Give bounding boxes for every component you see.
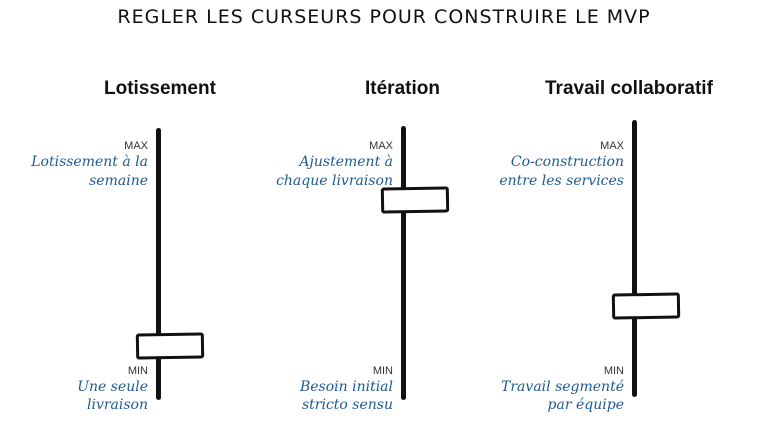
min-description-line-1: Besoin initial: [299, 379, 393, 395]
slider-track[interactable]: [401, 126, 406, 400]
min-label: MIN: [372, 365, 393, 377]
min-description-line-2: livraison: [86, 397, 148, 413]
slider-track[interactable]: [632, 120, 637, 397]
max-description-line-2: chaque livraison: [276, 173, 393, 189]
max-description-line-1: Co-construction: [510, 154, 624, 170]
min-description-line-2: stricto sensu: [301, 397, 393, 413]
max-description-line-1: Ajustement à: [299, 154, 393, 170]
max-label: MAX: [369, 140, 393, 152]
max-description-line-1: Lotissement à la: [31, 154, 148, 170]
min-description-line-2: par équipe: [547, 397, 624, 413]
max-label: MAX: [124, 140, 148, 152]
slider-handle[interactable]: [135, 332, 205, 360]
min-description-line-1: Une seule: [77, 379, 148, 395]
slider-heading: Itération: [365, 78, 440, 99]
slider-handle[interactable]: [611, 291, 681, 320]
slider-heading: Lotissement: [104, 78, 216, 99]
diagram-title: REGLER LES CURSEURS POUR CONSTRUIRE LE M…: [117, 6, 651, 28]
min-label: MIN: [127, 365, 148, 377]
slider-heading: Travail collaboratif: [545, 78, 713, 99]
max-description-line-2: entre les services: [499, 173, 624, 189]
max-description-line-2: semaine: [89, 173, 148, 189]
slider-track[interactable]: [156, 128, 161, 400]
max-label: MAX: [600, 140, 624, 152]
min-description-line-1: Travail segmenté: [501, 379, 624, 395]
min-label: MIN: [603, 365, 624, 377]
